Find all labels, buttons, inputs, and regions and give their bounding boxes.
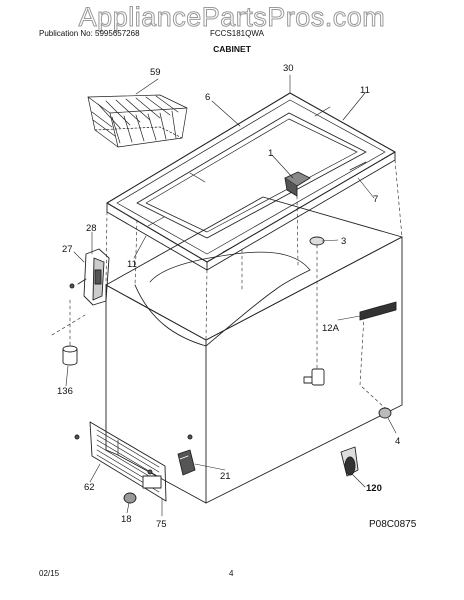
callout-59: 59 — [150, 67, 161, 78]
callout-4: 4 — [395, 436, 400, 447]
callout-136: 136 — [57, 386, 73, 397]
screw — [69, 283, 75, 289]
callout-7: 7 — [373, 194, 378, 205]
leveling-foot — [378, 407, 392, 419]
callout-75: 75 — [156, 519, 167, 530]
page-number: 4 — [229, 569, 234, 578]
lid-gasket-frame — [106, 92, 396, 271]
assembly-lines — [51, 159, 403, 409]
callout-12a: 12A — [322, 323, 340, 334]
caster-wheel — [340, 446, 359, 477]
cabinet-body — [105, 196, 403, 504]
screw — [147, 469, 153, 475]
drain-fitting — [303, 368, 325, 386]
storage-basket — [87, 94, 188, 148]
callout-28: 28 — [86, 223, 97, 234]
callout-21: 21 — [220, 471, 231, 482]
kickplate-grille — [89, 421, 167, 502]
diagram-code: P08C0875 — [369, 519, 417, 530]
callout-3: 3 — [341, 236, 346, 247]
callout-1: 1 — [268, 148, 273, 159]
hinge — [284, 171, 311, 197]
screw — [74, 434, 80, 440]
model-number: FCCS181QWA — [210, 29, 264, 38]
callout-11-top: 11 — [360, 85, 370, 96]
callout-11-left: 11 — [127, 259, 137, 270]
callout-30: 30 — [283, 63, 294, 74]
footer-date: 02/15 — [39, 569, 60, 578]
callout-120: 120 — [366, 483, 382, 494]
screw — [187, 434, 193, 440]
section-title: CABINET — [213, 44, 251, 54]
rating-label — [359, 301, 397, 321]
control-bracket — [77, 248, 110, 306]
thermostat-knob — [62, 345, 78, 366]
watermark: AppliancePartsPros.com — [78, 2, 386, 33]
relay-box — [177, 449, 196, 476]
drain-cap — [123, 492, 137, 504]
callout-27: 27 — [62, 244, 73, 255]
callout-18: 18 — [121, 514, 132, 525]
callout-6: 6 — [205, 92, 210, 103]
publication-number: Publication No: 5995657268 — [39, 29, 140, 38]
callout-62: 62 — [84, 482, 95, 493]
leader-lines — [65, 74, 397, 517]
